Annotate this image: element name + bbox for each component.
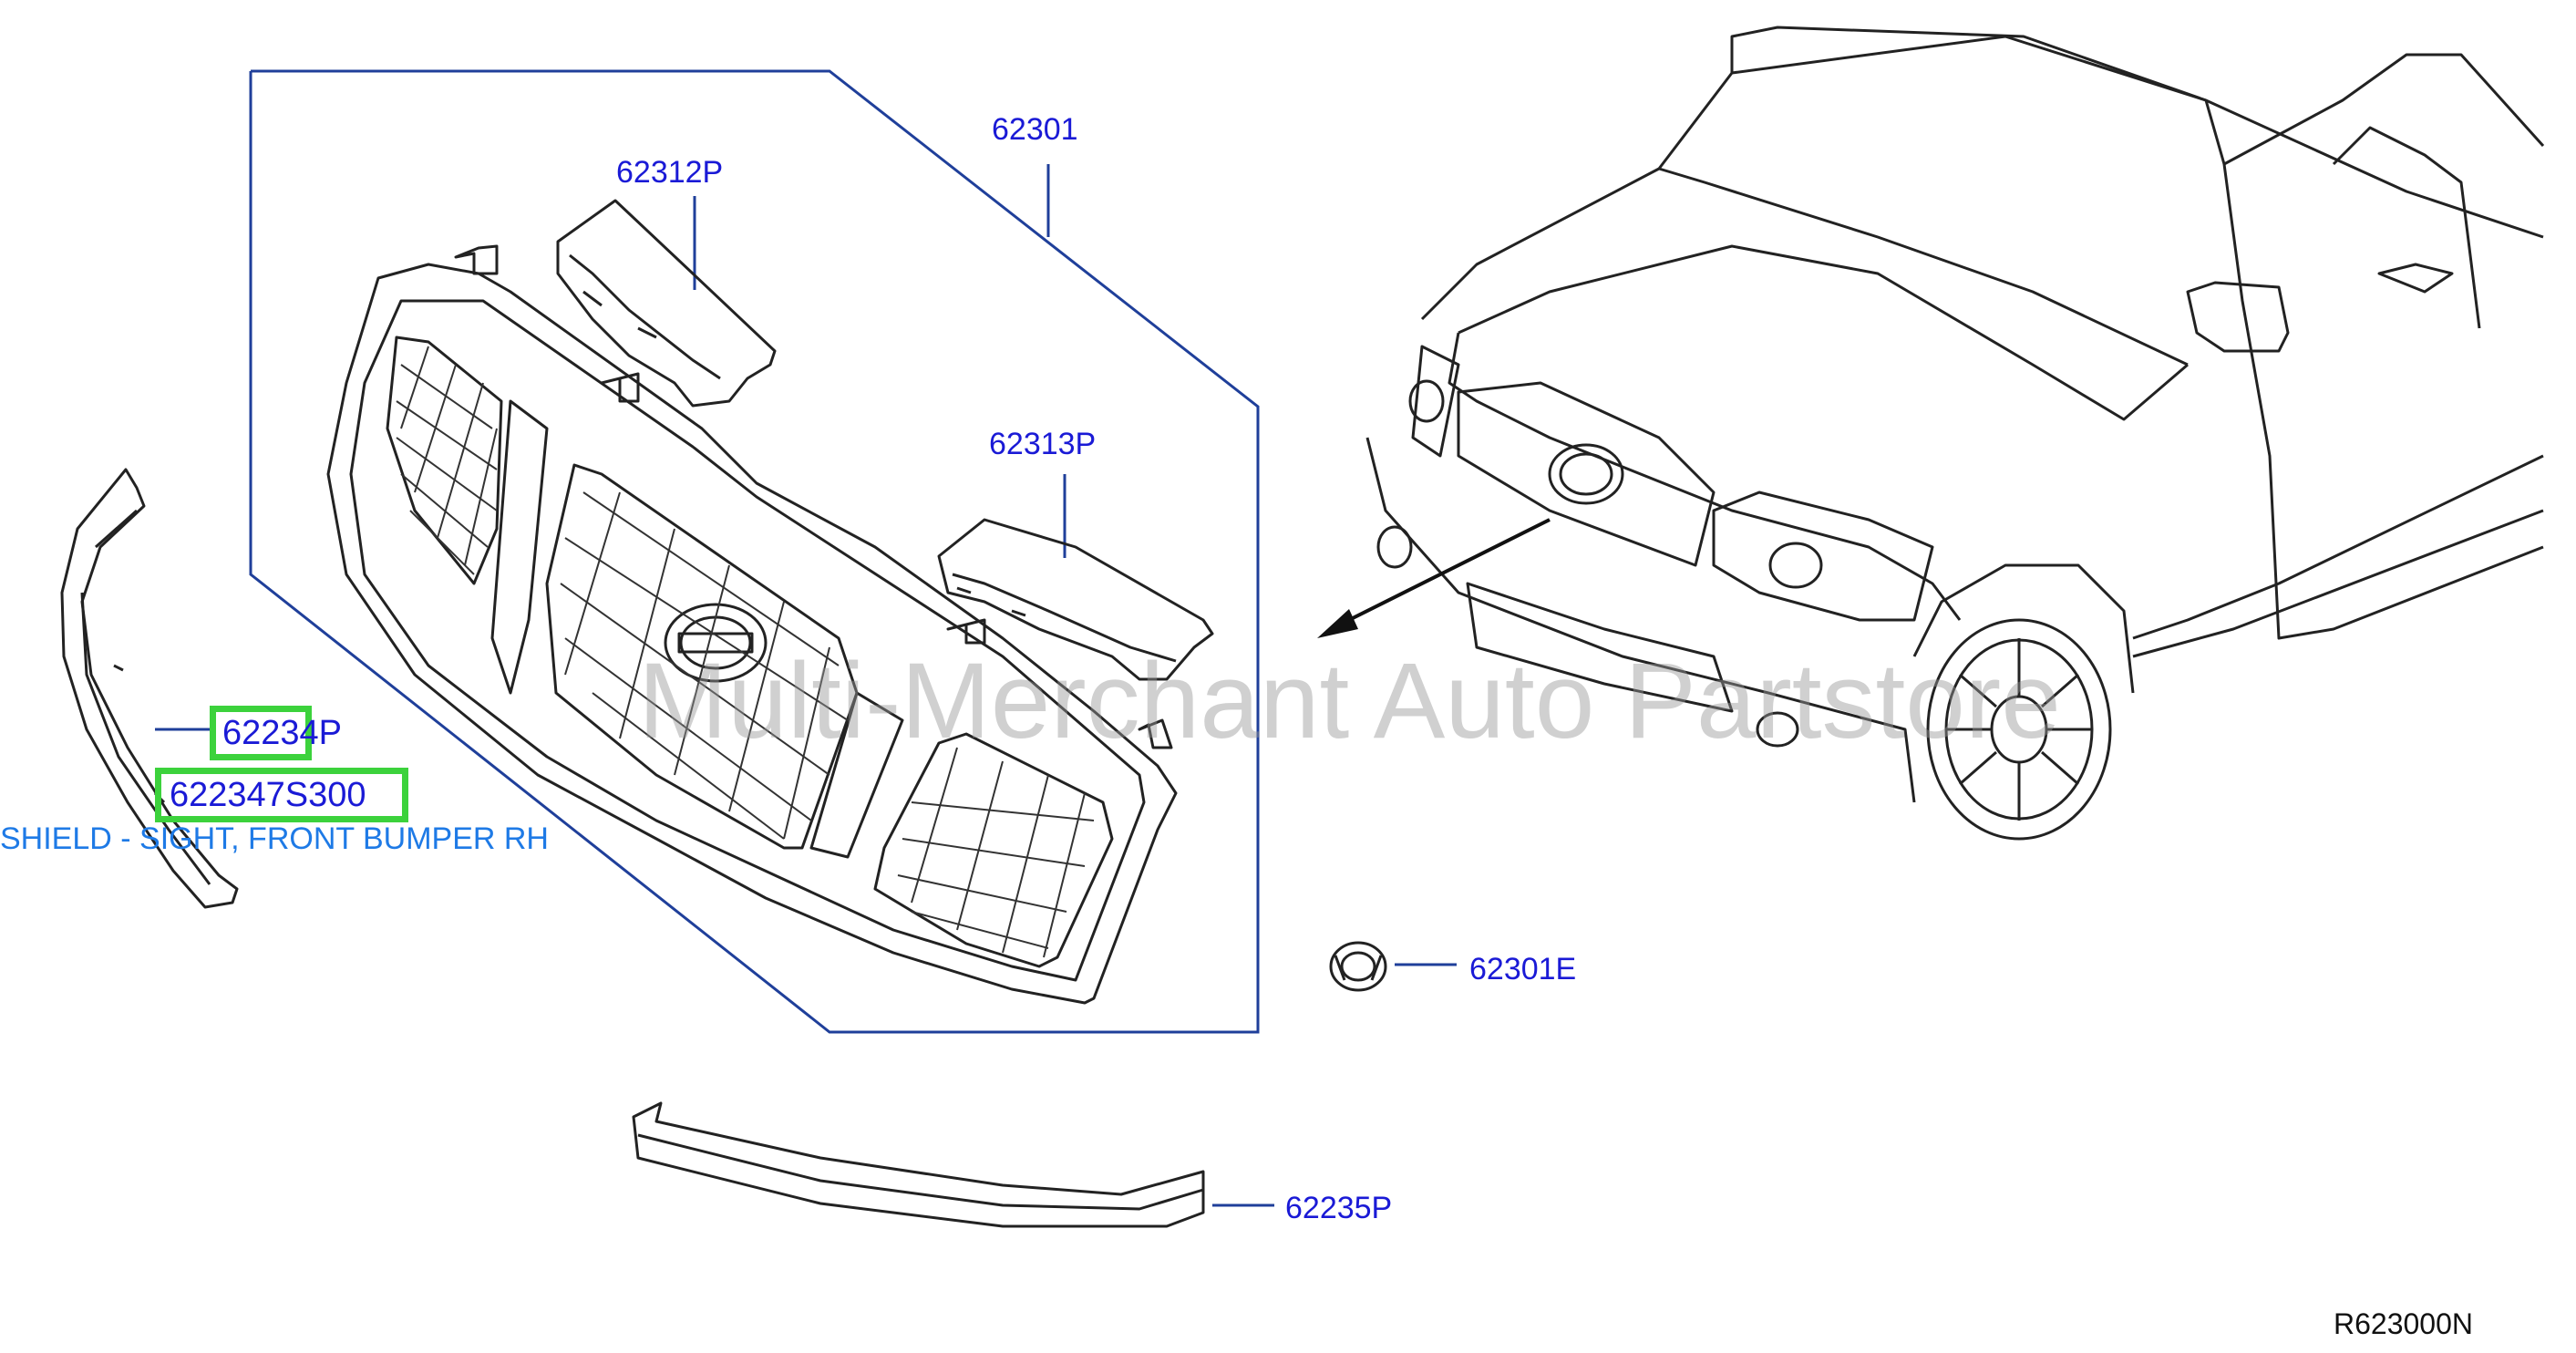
grille-mesh <box>396 346 1095 958</box>
clip-drawing <box>1329 941 1387 992</box>
watermark: Multi-Merchant Auto Partstore <box>638 641 2061 761</box>
upper-cover-drawing <box>556 199 777 408</box>
grille-drawing <box>326 244 1178 1005</box>
label-62301[interactable]: 62301 <box>992 112 1078 147</box>
side-cover-drawing <box>937 518 1214 681</box>
lower-molding-drawing <box>632 1101 1205 1228</box>
label-62234p[interactable]: 62234P <box>222 714 343 752</box>
assembly-frame <box>249 69 1260 1034</box>
label-62235p[interactable]: 62235P <box>1285 1191 1393 1225</box>
shield-description: SHIELD - SIGHT, FRONT BUMPER RH <box>0 821 549 856</box>
label-622347s300[interactable]: 622347S300 <box>170 776 366 814</box>
label-62313p[interactable]: 62313P <box>989 427 1097 461</box>
shield-drawing <box>60 468 239 909</box>
label-62301e[interactable]: 62301E <box>1469 952 1577 986</box>
truck-drawing <box>1365 26 2545 841</box>
reference-code: R623000N <box>2334 1307 2473 1340</box>
label-62312p[interactable]: 62312P <box>616 155 724 190</box>
highlight-box-62234p <box>210 706 312 760</box>
direction-arrow <box>1317 518 1551 638</box>
highlight-box-622347s300 <box>155 768 408 822</box>
